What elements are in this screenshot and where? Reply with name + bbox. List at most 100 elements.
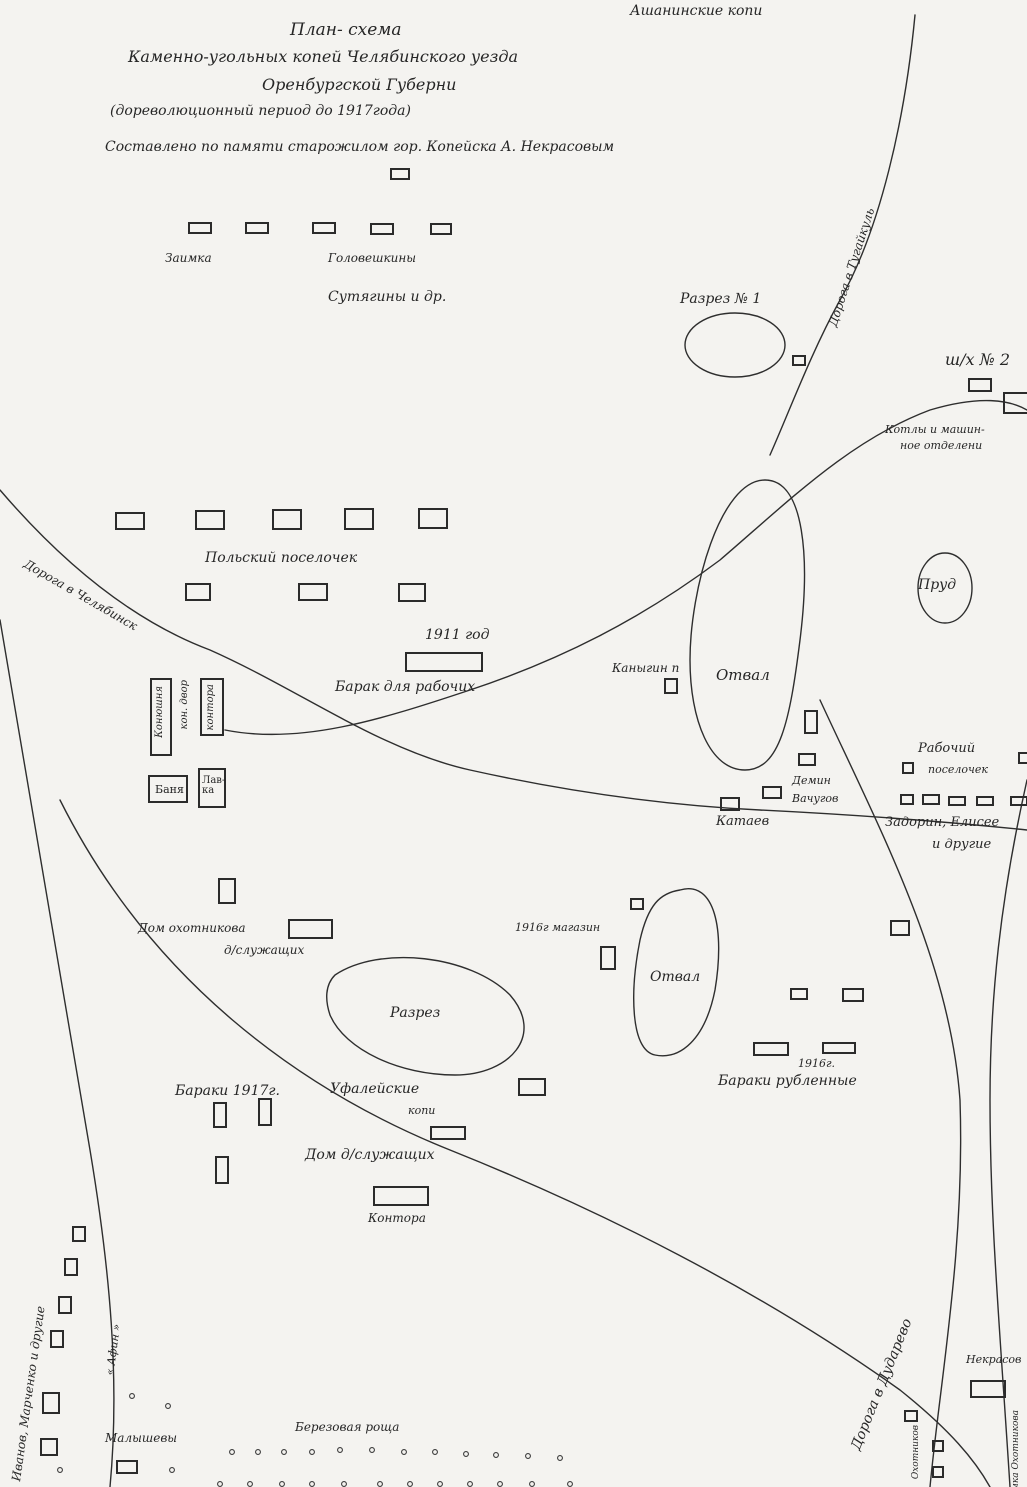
label-baraki-rublennye: Бараки рубленные [718,1073,857,1089]
building [188,222,212,234]
label-rab-pos-2: поселочек [928,763,988,776]
label-banya: Баня [155,783,184,796]
label-otval-1: Отвал [716,666,770,684]
building-lavka: Лав-ка [198,768,226,808]
label-dom-dsluzh: Дом д/служащих [305,1147,435,1163]
razrez-shape [326,956,525,1076]
label-year-1911: 1911 год [425,627,490,643]
label-sutyaginy: Сутягины и др. [328,289,447,305]
label-vachugov: Вачугов [792,792,839,805]
building [762,786,782,799]
building-kontora-small: контора [200,678,224,736]
label-nekrasov: Некрасов [966,1353,1022,1366]
label-kontora: Контора [368,1211,426,1225]
otval-1-shape [689,479,806,771]
left-road-line [0,619,115,1487]
building [418,508,448,529]
label-malyshevy: Малышевы [105,1431,178,1445]
label-demin: Демин [792,774,831,787]
building [64,1258,78,1276]
building [630,898,644,910]
pond-shape [917,552,973,624]
label-goloveshkiny: Головешкины [328,251,417,265]
label-rab-pos-1: Рабочий [918,741,976,756]
building [344,508,374,530]
building [398,583,426,602]
building [40,1438,58,1456]
building [976,796,994,806]
building [753,1042,789,1056]
label-drugie: и другие [932,837,992,852]
razrez-1-shape [684,312,786,378]
label-razrez: Разрез [390,1005,441,1021]
building [185,583,211,601]
building [664,678,678,694]
label-kataev: Катаев [716,814,770,829]
otval-2-shape [633,888,720,1057]
building [804,710,818,734]
building [948,796,966,806]
label-dom-ohotnikova: Дом охотникова [138,921,246,935]
label-kontora-vertical: контора [205,684,216,731]
label-pond: Пруд [918,577,957,593]
building [922,794,940,805]
building [932,1440,944,1452]
building [195,510,225,530]
building [115,512,145,530]
label-berezovaya: Березовая роща [295,1420,400,1434]
label-kotly-2: ное отделени [900,439,983,452]
building [970,1380,1006,1398]
building [904,1410,918,1422]
right-road-line [819,699,962,1487]
building-konyushnya: Конюшня [150,678,172,756]
label-kopi: копи [408,1104,436,1117]
building [822,1042,856,1054]
label-kanygin: Каныгин п [612,661,680,675]
building [720,797,740,811]
building [405,652,483,672]
building [258,1098,272,1126]
label-zaimka: Заимка [165,251,212,265]
building [890,920,910,936]
label-polsky-poselochek: Польский поселочек [205,550,358,566]
building [932,1466,944,1478]
building [798,753,816,766]
road-dudarevo-line [59,799,991,1487]
label-ohotnikov-vertical: Охотников [911,1425,921,1480]
building [1003,392,1027,414]
building [518,1078,546,1096]
building [902,762,914,774]
far-right-road-line [989,779,1027,1487]
label-razrez-1: Разрез № 1 [680,291,762,307]
label-otval-2: Отвал [650,969,701,985]
building [272,509,302,530]
building [245,222,269,234]
road-tugaikul-line [769,14,916,456]
label-barak: Барак для рабочих [335,679,476,695]
label-shaft-2: ш/х № 2 [945,350,1011,369]
building [390,168,410,180]
title-line-1: План- схема [290,20,402,40]
building [215,1156,229,1184]
building [430,223,452,235]
railway-line [224,399,1027,736]
label-lavka: Лав-ка [202,775,226,796]
label-baraki-1917: Бараки 1917г. [175,1083,280,1099]
label-ashaninskie: Ашанинские копи [630,3,763,19]
label-year-1916: 1916г. [798,1057,836,1070]
building-banya: Баня [148,775,188,803]
label-konyushnya: Конюшня [154,686,165,738]
building [1010,796,1027,806]
label-ufaleiskie: Уфалейские [330,1081,420,1097]
building [1018,752,1027,764]
building [792,355,806,366]
building [312,222,336,234]
building [50,1330,64,1348]
building [298,583,328,601]
building [842,988,864,1002]
building [600,946,616,970]
building [116,1460,138,1474]
title-line-3: Оренбургской Губерни [262,75,457,94]
